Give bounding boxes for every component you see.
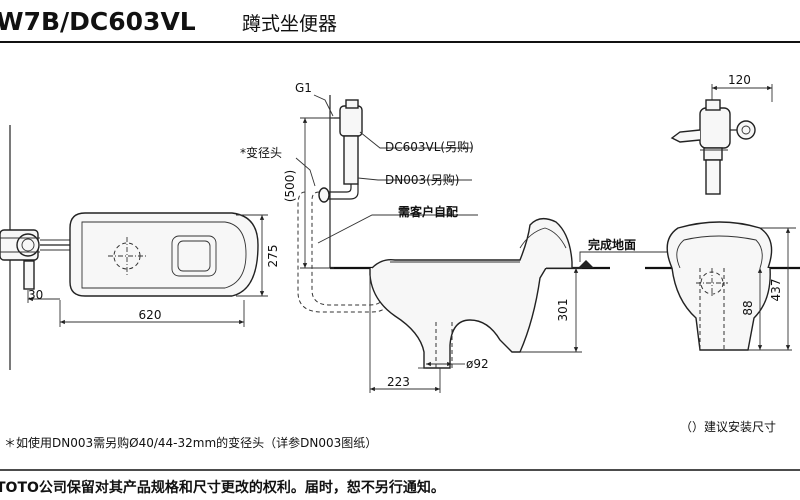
side-offset-value: 223 (387, 375, 410, 389)
customer-supply-label: 需客户自配 (398, 204, 458, 219)
side-height-value: 301 (556, 299, 570, 322)
flush-valve-label: DC603VL(另购) (385, 139, 474, 154)
plan-height-value: 275 (266, 245, 280, 268)
flush-valve-leader (359, 131, 472, 149)
front-small-value: 88 (741, 300, 755, 315)
front-toilet (666, 221, 773, 351)
side-toilet-body (369, 217, 573, 369)
g1-leader (313, 94, 334, 117)
adapter-leader (295, 157, 316, 187)
floor-marker (578, 260, 594, 268)
plan-view: 620 30 275 (0, 125, 280, 370)
plan-offset-value: 30 (28, 288, 43, 302)
dn003-leader (357, 177, 472, 181)
valve-width-value: 120 (728, 73, 751, 87)
pipe-height-value: (500) (283, 170, 297, 202)
model-number: W7B/DC603VL (0, 7, 196, 36)
footnote: ＊如使用DN003需另购Ø40/44-32mm的变径头（详参DN003图纸） (4, 435, 377, 450)
front-height-value: 437 (769, 279, 783, 302)
side-flush-valve (297, 99, 393, 313)
front-valve: 120 (670, 73, 773, 195)
finished-floor-leader (579, 251, 680, 262)
plan-width-value: 620 (139, 308, 162, 322)
g1-label: G1 (295, 81, 312, 95)
front-view: 120 88 437 (645, 73, 800, 434)
plan-bowl (69, 212, 259, 297)
side-view: G1 *变径头 (500) DC603VL(另购) DN003(另购) 需客户自… (240, 81, 680, 393)
finished-floor-label: 完成地面 (588, 237, 636, 252)
product-title: 蹲式坐便器 (242, 13, 337, 35)
plan-valve (0, 229, 70, 290)
install-note: （）建议安装尺寸 (680, 419, 776, 434)
adapter-label: *变径头 (240, 145, 282, 160)
customer-supply-leader (317, 214, 478, 244)
dn003-label: DN003(另购) (385, 172, 460, 187)
side-diameter-value: ø92 (466, 357, 489, 371)
rights-notice: TOTO公司保留对其产品规格和尺寸更改的权利。届时，恕不另行通知。 (0, 479, 445, 496)
